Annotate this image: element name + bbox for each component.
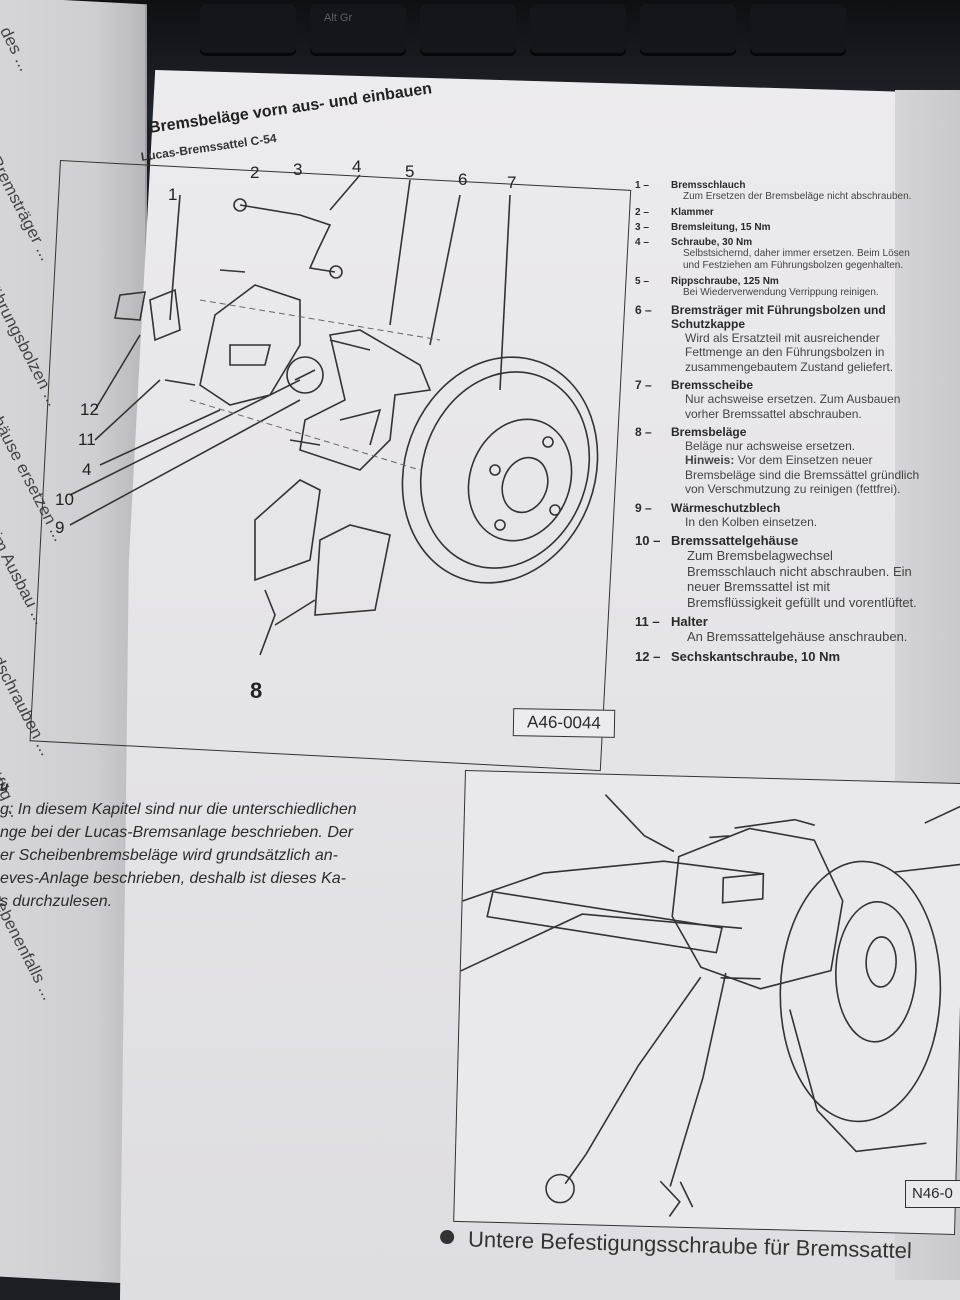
bullet-icon [439,1229,455,1245]
keyboard-key [200,4,296,56]
note-line: er Scheibenbremsbeläge wird grundsätzlic… [0,847,338,864]
legend-title: Sechskantschraube, 10 Nm [671,648,841,664]
callout-12: 12 [80,400,99,419]
legend-title: Bremssattelgehäuse [671,532,799,548]
legend-title: Bremsträger mit Führungsbolzen und Schut… [671,303,886,331]
control-arm [462,860,764,902]
heat-shield [286,356,324,394]
legend-item-6: 6 – Bremsträger mit Führungsbolzen und S… [635,303,925,374]
legend-item-11: 11 – Halter An Bremssattelgehäuse anschr… [635,614,925,645]
legend-item-3: 3 – Bremsleitung, 15 Nm [635,222,925,233]
callout-5: 5 [405,162,415,181]
callout-1: 1 [168,185,178,204]
legend-item-2: 2 – Klammer [635,207,925,218]
caliper-removal-figure [453,770,960,1235]
legend-title: Schraube, 30 Nm [671,237,753,248]
note-line: u [0,778,9,794]
brake-pad-inner [314,524,391,616]
keyboard-key [640,4,736,56]
wrench-left [564,976,702,1185]
brake-disc-outer [401,356,599,584]
legend-description: Selbstsichernd, daher immer ersetzen. Be… [683,248,910,271]
caliper-removal-illustration [460,794,960,1217]
legend-item-7: 7 – Bremsscheibe Nur achsweise ersetzen.… [635,378,925,421]
brake-disc-ring [419,371,591,569]
brake-disc-center [501,456,549,514]
note-line: nge bei der Lucas-Bremsanlage beschriebe… [0,824,354,841]
legend-title: Wärmeschutzblech [671,500,781,515]
legend-title: Bremsscheibe [671,378,754,393]
legend-description: An Bremssattelgehäuse anschrauben. [687,629,908,645]
brake-line [239,204,336,273]
legend-number: 7 – [635,378,652,393]
callout-11: 11 [78,430,96,449]
holder [149,288,181,342]
callout-6: 6 [458,170,468,189]
callout-8: 8 [250,678,263,703]
legend-item-8: 8 – Bremsbeläge Beläge nur achsweise ers… [635,425,925,497]
callout-4: 4 [352,157,362,176]
legend-number: 4 – [635,237,649,248]
keyboard-key [530,4,626,56]
legend-description: Wird als Ersatzteil mit ausreichender Fe… [685,331,894,374]
caliper [671,827,844,990]
note-line: s durchzulesen. [0,893,113,910]
legend-item-4: 4 – Schraube, 30 Nm Selbstsichernd, dahe… [635,237,925,272]
legend-item-9: 9 – Wärmeschutzblech In den Kolben einse… [635,501,925,529]
legend-number: 2 – [635,207,649,218]
legend-item-10: 10 – Bremssattelgehäuse Zum Bremsbelagwe… [635,533,925,610]
brake-caliper [199,284,301,406]
legend-number: 9 – [635,500,652,515]
legend-number: 6 – [635,303,652,317]
note-paragraph: u g: In diesem Kapitel sind nur die unte… [0,775,400,913]
legend-title: Bremsbeläge [671,424,747,439]
legend-number: 11 – [635,614,660,630]
brake-disc [779,860,942,1123]
figure2-label: N46-0 [905,1180,960,1208]
figure-label: A46-0044 [512,708,616,738]
legend-hint: Hinweis: Vor dem Einsetzen neuer Bremsbe… [685,453,925,496]
note-line: g: In diesem Kapitel sind nur die unters… [0,801,357,818]
legend-description: Zum Ersetzen der Bremsbeläge nicht absch… [683,191,912,202]
brake-pad-outer [254,479,321,582]
note-line: eves-Anlage beschrieben, deshalb ist die… [0,870,346,887]
legend-item-5: 5 – Rippschraube, 125 Nm Bei Wiederverwe… [635,276,925,299]
brake-hose [604,794,675,853]
hint-text: Vor dem Einsetzen neuer Bremsbeläge sind… [685,453,920,497]
hint-label: Hinweis: [685,453,735,468]
parts-legend: 1 – Bremsschlauch Zum Ersetzen der Brems… [635,180,925,668]
key-label: Alt Gr [324,12,353,24]
callout-2: 2 [250,163,260,182]
legend-title: Halter [671,614,708,630]
legend-number: 12 – [635,648,661,664]
legend-description: Nur achsweise ersetzen. Zum Ausbauen vor… [685,392,901,421]
legend-title: Klammer [671,207,714,218]
legend-item-1: 1 – Bremsschlauch Zum Ersetzen der Brems… [635,180,925,203]
legend-item-12: 12 – Sechskantschraube, 10 Nm [635,649,925,664]
callout-9: 9 [55,518,65,537]
callout-4-lower: 4 [82,460,92,479]
legend-title: Rippschraube, 125 Nm [671,276,779,287]
legend-number: 1 – [635,180,649,191]
keyboard-key-windows [420,4,516,56]
legend-number: 10 – [635,532,661,548]
legend-number: 5 – [635,276,649,287]
callout-7: 7 [507,173,517,192]
legend-description: Beläge nur achsweise ersetzen. [685,438,856,453]
legend-description: Bei Wiederverwendung Verrippung reinigen… [683,287,879,298]
legend-description: In den Kolben einsetzen. [685,514,818,529]
legend-number: 8 – [635,424,652,439]
legend-title: Bremsschlauch [671,180,746,191]
callout-3: 3 [293,160,303,179]
keyboard-key [750,4,846,56]
legend-number: 3 – [635,222,649,233]
legend-title: Bremsleitung, 15 Nm [671,222,771,233]
keyboard-key-altgr: Alt Gr [310,4,406,56]
brake-carrier [299,329,432,471]
brake-disc-hub [467,418,573,542]
legend-description: Zum Bremsbelagwechsel Bremsschlauch nich… [687,547,917,610]
wrench-right [669,972,727,1187]
callout-10: 10 [55,490,74,509]
